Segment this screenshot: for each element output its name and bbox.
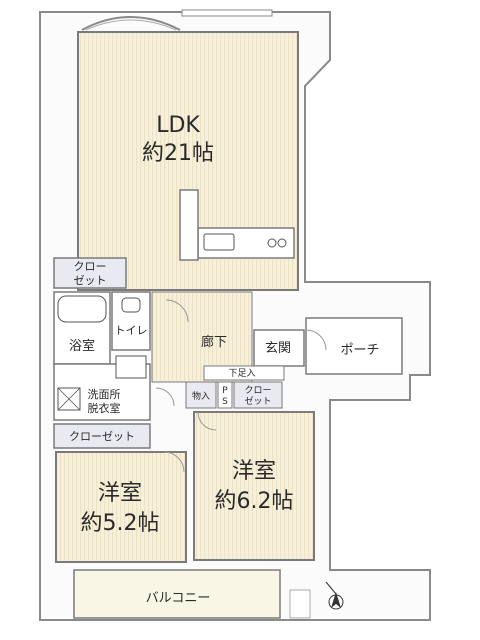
closet-small <box>233 381 283 409</box>
washroom-label-2: 脱衣室 <box>88 401 121 415</box>
balcony-label: バルコニー <box>146 591 211 606</box>
washroom-label-1: 洗面所 <box>88 388 121 401</box>
balcony <box>73 569 281 619</box>
closet-small-label-2: ゼット <box>244 395 271 407</box>
north-arrow-icon <box>325 581 344 610</box>
closet-small-label-1: クロー <box>244 385 271 396</box>
western-room-b-size: 約5.2帖 <box>81 511 160 536</box>
bathtub-icon <box>57 295 107 323</box>
closet-top-label-2: ゼット <box>74 274 107 287</box>
western-room-a-size: 約6.2帖 <box>215 489 294 514</box>
basin-icon <box>115 355 147 379</box>
window-top <box>181 9 273 17</box>
western-room-a <box>193 411 315 561</box>
bath-label: 浴室 <box>69 338 95 354</box>
ldk-name: LDK <box>156 113 200 138</box>
western-room-b-name: 洋室 <box>98 481 142 506</box>
western-room-a-name: 洋室 <box>232 459 276 484</box>
stove-icon <box>267 238 277 248</box>
toilet-icon <box>121 297 141 313</box>
western-room-b <box>55 451 187 563</box>
ldk-size: 約21帖 <box>142 141 214 166</box>
closet-top-label-1: クロー <box>74 260 107 273</box>
ps-label-1: P <box>222 386 228 396</box>
pipe-space <box>217 381 233 409</box>
toilet-label: トイレ <box>115 324 148 337</box>
sink-icon <box>203 233 235 251</box>
storage <box>185 381 217 409</box>
shoe-box-label: 下足入 <box>228 368 255 379</box>
entrance-label: 玄関 <box>265 341 291 356</box>
storage-label: 物入 <box>192 390 210 402</box>
bay-window <box>81 16 181 31</box>
porch-label: ポーチ <box>340 343 379 358</box>
closet-top <box>53 257 127 289</box>
closet-long <box>53 423 151 449</box>
ps-label-2: S <box>222 397 228 407</box>
closet-long-label: クローゼット <box>69 430 135 443</box>
door-swing <box>165 299 189 323</box>
shoe-box <box>203 365 285 381</box>
hallway-label: 廊下 <box>201 334 227 350</box>
entrance <box>253 329 305 367</box>
porch <box>305 317 403 375</box>
